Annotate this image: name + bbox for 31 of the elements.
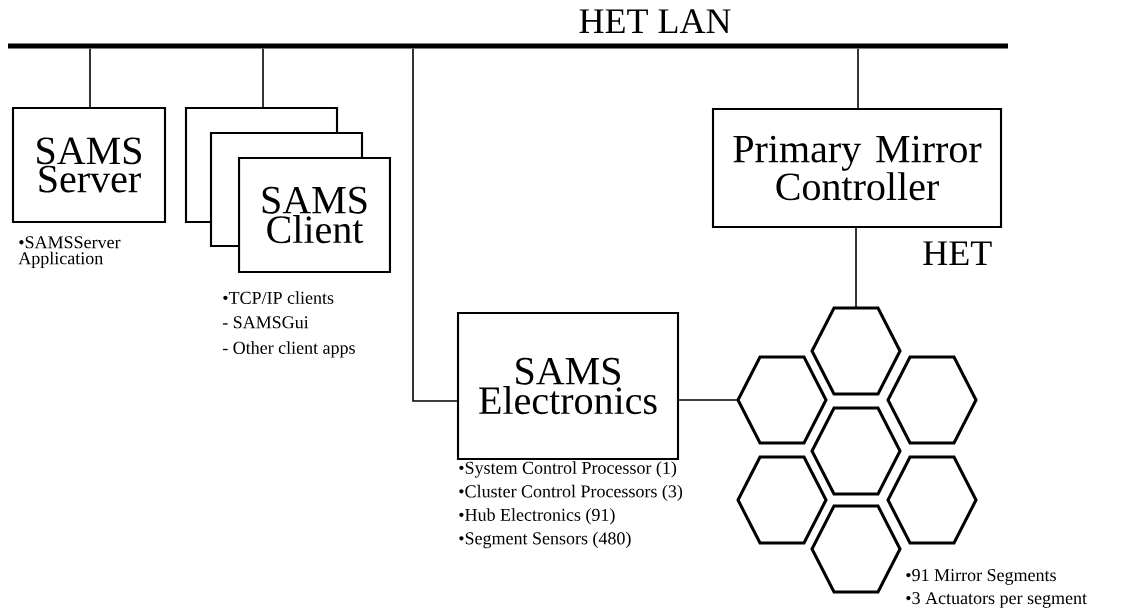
bullet-note: •Hub Electronics (91) bbox=[459, 508, 615, 525]
bullet-note: •SAMSServer Application bbox=[18, 236, 121, 268]
bullet-note: •TCP/IP clients bbox=[223, 291, 334, 304]
connector-line bbox=[855, 227, 857, 309]
connector-line bbox=[89, 47, 91, 108]
node-label: Client bbox=[267, 215, 364, 244]
bullet-note: - SAMSGui bbox=[222, 316, 309, 329]
connector-line bbox=[678, 399, 739, 401]
bullet-note: •3 Actuators per segment bbox=[906, 592, 1087, 608]
node-label: HET LAN bbox=[579, 9, 731, 33]
connector-line bbox=[412, 47, 458, 402]
mirror-segment bbox=[810, 306, 902, 396]
mirror-segment bbox=[810, 504, 902, 594]
controller-box: Primary Mirror Controller bbox=[711, 107, 1003, 229]
mirror-segment bbox=[886, 455, 978, 545]
bullet-note: •System Control Processor (1) bbox=[459, 461, 677, 478]
client-box-stack: SAMS Client bbox=[184, 106, 392, 274]
connector-line bbox=[262, 47, 264, 109]
bullet-note: •91 Mirror Segments bbox=[906, 569, 1056, 585]
electronics-box: SAMS Electronics bbox=[456, 311, 680, 461]
mirror-segment bbox=[736, 355, 828, 445]
bullet-note: - Other client apps bbox=[222, 341, 355, 358]
bullet-note: •Cluster Control Processors (3) bbox=[459, 484, 683, 502]
mirror-segment bbox=[810, 406, 902, 496]
network-bus: HET LAN bbox=[8, 9, 1008, 49]
server-box: SAMS Server bbox=[11, 106, 167, 224]
connector-line bbox=[857, 47, 859, 109]
mirror-segment bbox=[886, 355, 978, 445]
telescope-label: HET bbox=[923, 241, 992, 265]
mirror-segment bbox=[736, 455, 828, 545]
bullet-note: •Segment Sensors (480) bbox=[459, 531, 631, 549]
